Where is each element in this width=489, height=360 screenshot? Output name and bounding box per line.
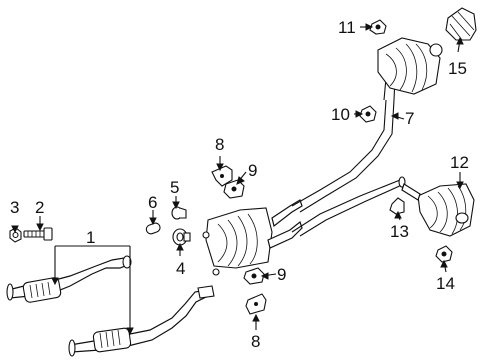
- callout-15: 15: [448, 59, 467, 78]
- resonator-center: [202, 199, 303, 276]
- callout-11: 11: [338, 18, 356, 37]
- callout-4: 4: [176, 259, 185, 278]
- callout-6: 6: [148, 193, 157, 212]
- isolator-10: [359, 105, 377, 123]
- callout-9-upper: 9: [248, 161, 257, 180]
- callout-14: 14: [436, 274, 455, 293]
- bolt: [23, 227, 53, 241]
- callout-8-lower: 8: [251, 332, 260, 351]
- insulator-lower: [243, 267, 265, 285]
- callout-1: 1: [86, 228, 95, 247]
- intermediate-pipe: [291, 77, 406, 237]
- isolator-14: [435, 245, 453, 263]
- front-pipe-upper: [6, 255, 132, 303]
- hanger-bracket-upper: [211, 165, 233, 187]
- callout-9-lower: 9: [277, 265, 286, 284]
- callout-3: 3: [10, 198, 19, 217]
- callout-5: 5: [170, 178, 179, 197]
- rear-muffler: [401, 183, 475, 237]
- clamp: [172, 228, 191, 246]
- callout-labels: 1 2 3 4 5 6 7 8 8 9 9 10 11 12 13 14 15: [10, 18, 469, 351]
- callout-10: 10: [331, 105, 350, 124]
- insulator-upper: [223, 179, 245, 199]
- isolator-11: [369, 19, 387, 35]
- callout-12: 12: [450, 153, 469, 172]
- isolator-13: [389, 197, 405, 215]
- catalytic-converter-upper: [22, 277, 62, 303]
- upper-muffler: [377, 37, 443, 95]
- arrowheads: [11, 23, 464, 336]
- catalytic-converter-lower: [92, 327, 132, 353]
- leader-lines: [14, 26, 461, 332]
- callout-13: 13: [390, 222, 409, 241]
- callout-7: 7: [405, 109, 414, 128]
- callout-8-upper: 8: [215, 135, 224, 154]
- clamp-small: [171, 206, 187, 220]
- hanger-bracket-lower: [245, 293, 267, 315]
- exhaust-tip: [445, 7, 477, 41]
- gasket: [145, 222, 161, 235]
- front-pipe-lower: [68, 285, 215, 357]
- callout-2: 2: [35, 198, 44, 217]
